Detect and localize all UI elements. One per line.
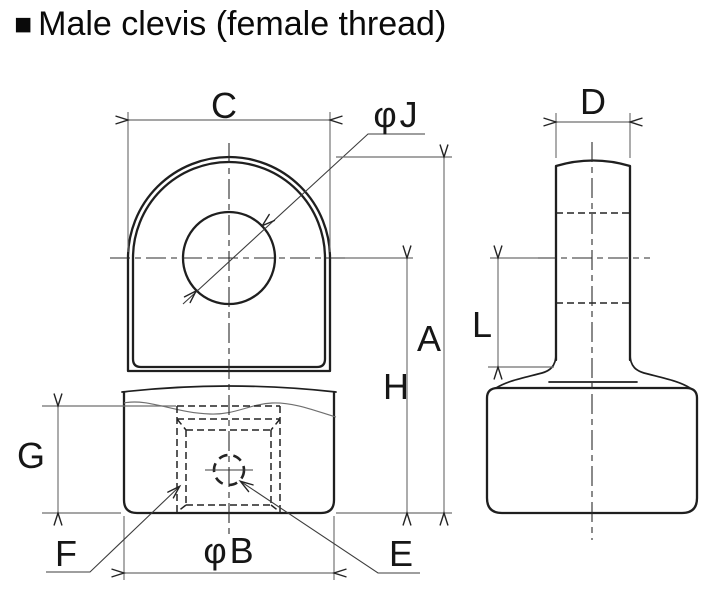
- dim-label-h: H: [383, 366, 409, 407]
- thread-hidden-outline: [176, 405, 281, 513]
- dimension-g: G: [17, 406, 176, 513]
- side-flare-curves: [495, 353, 691, 389]
- dimension-c: C: [128, 85, 330, 252]
- title-text: Male clevis (female thread): [38, 5, 447, 43]
- dimension-j: φJ: [182, 94, 425, 305]
- dim-label-d: D: [580, 81, 606, 122]
- front-view: [110, 143, 345, 537]
- leader-line: [182, 133, 425, 305]
- side-hole-hidden-lines: [556, 212, 630, 304]
- leader-line: [46, 485, 181, 573]
- dim-label-a: A: [417, 318, 441, 359]
- dimensions: C φJ D A: [17, 81, 630, 580]
- arrowhead: [183, 289, 198, 304]
- dimension-l: L: [472, 258, 554, 367]
- arrowhead: [167, 484, 182, 499]
- page-title: ■ Male clevis (female thread): [14, 5, 446, 44]
- dim-label-g: G: [17, 435, 45, 476]
- side-view: [485, 142, 699, 540]
- title-square-icon: ■: [14, 8, 33, 41]
- dim-label-b: φB: [203, 530, 256, 571]
- forge-parting-line: [123, 401, 337, 418]
- dimension-d: D: [556, 81, 630, 158]
- side-stem-outline: [554, 159, 632, 362]
- dimension-f: F: [46, 484, 182, 574]
- dim-label-f: F: [55, 533, 77, 574]
- dimension-b: φB: [124, 516, 334, 580]
- arrowhead: [238, 480, 254, 493]
- side-body-outline: [485, 386, 699, 515]
- dimension-h: H: [345, 258, 413, 513]
- dim-label-c: C: [211, 85, 237, 126]
- leader-line: [239, 480, 420, 574]
- dim-label-l: L: [472, 304, 492, 345]
- arrowhead: [260, 213, 276, 228]
- dim-label-j: φJ: [373, 94, 420, 135]
- dimension-e: E: [238, 480, 420, 574]
- dimension-a: A: [336, 157, 452, 513]
- dim-label-e: E: [389, 533, 413, 574]
